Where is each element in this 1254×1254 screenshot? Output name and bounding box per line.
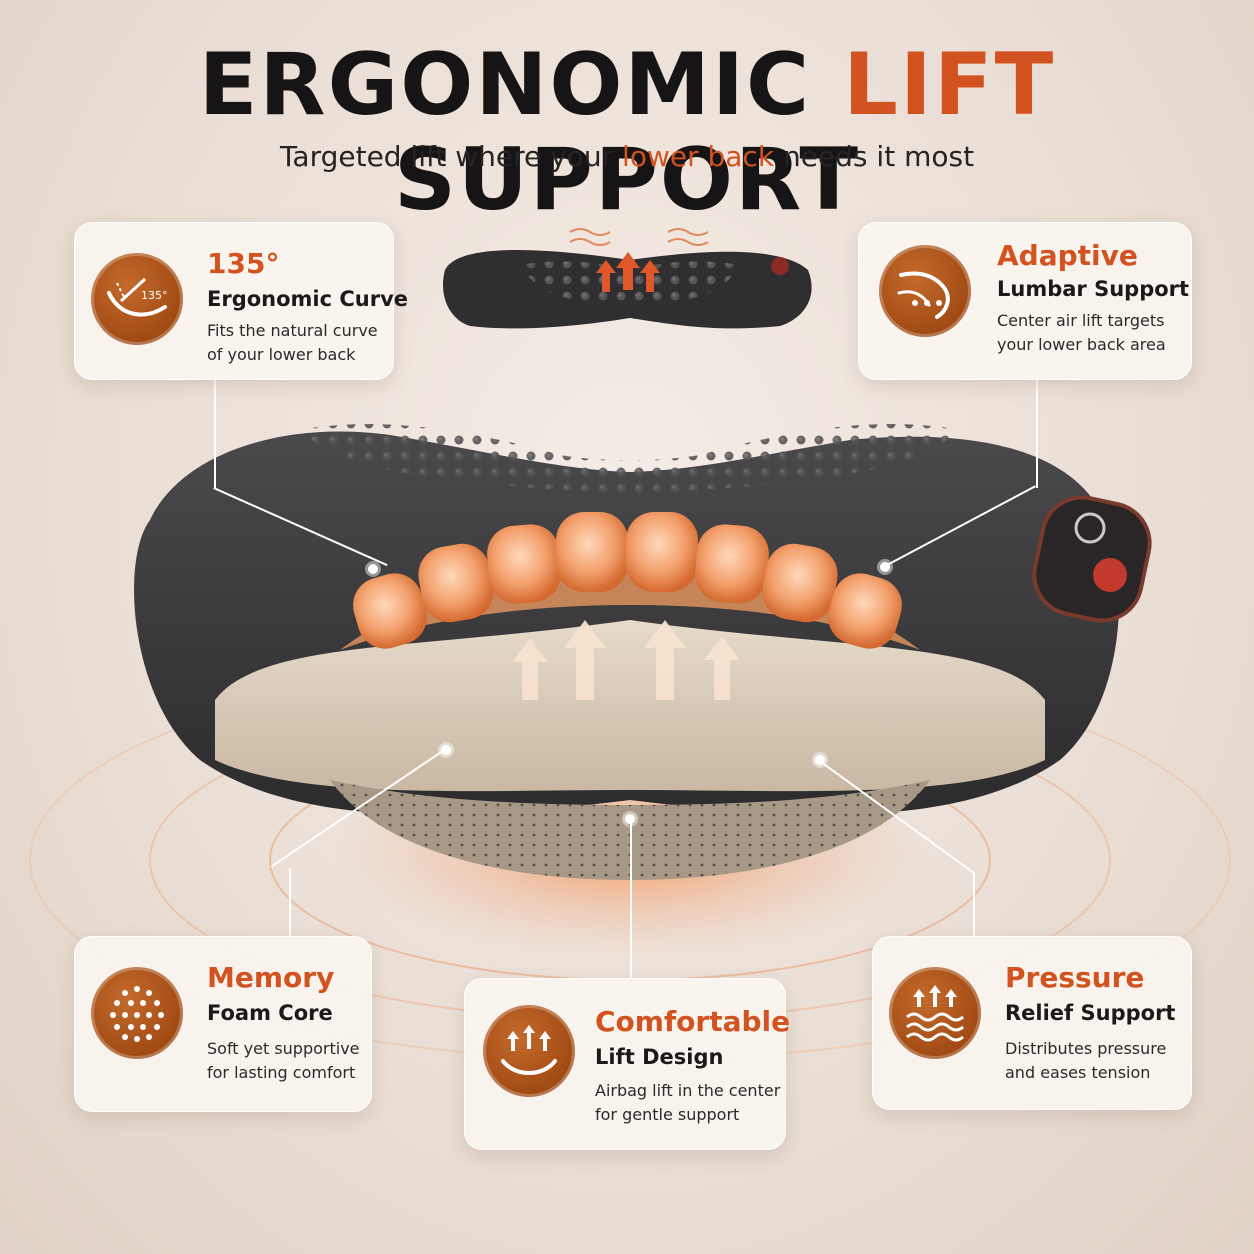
callout-dot-memory [441,745,451,755]
feature-desc-line2: and eases tension [1005,1063,1151,1082]
subhead-accent: lower back [622,140,775,173]
feature-card-memory-foam: Memory Foam Core Soft yet supportive for… [74,936,372,1112]
feature-subtitle: Ergonomic Curve [207,287,409,311]
feature-desc-line2: for lasting comfort [207,1063,356,1082]
feature-desc-line1: Airbag lift in the center [595,1081,781,1100]
subhead-part2: needs it most [782,140,975,173]
subhead-part1: Targeted lift where your [279,140,614,173]
feature-desc-line2: your lower back area [997,335,1166,354]
feature-desc-line2: for gentle support [595,1105,740,1124]
curve-angle-icon: 135° [91,253,183,345]
feature-title: Adaptive [997,239,1138,272]
foam-dots-icon [91,967,183,1059]
leader-line-pressure-v [973,872,975,936]
feature-card-pressure-relief: Pressure Relief Support Distributes pres… [872,936,1192,1110]
lift-arrows-icon [483,1005,575,1097]
feature-title: 135° [207,247,280,280]
feature-desc-line1: Center air lift targets [997,311,1165,330]
callout-dot-comfortable [625,814,635,824]
feature-desc-line1: Fits the natural curve [207,321,378,340]
subheadline: Targeted lift where your lower back need… [0,140,1254,173]
callout-dot-curve [368,564,378,574]
feature-subtitle: Relief Support [1005,1001,1176,1025]
lumbar-curve-icon [879,245,971,337]
leader-line-memory-v [289,868,291,936]
feature-title: Comfortable [595,1005,791,1038]
headline: ERGONOMIC LIFT SUPPORT [0,38,1254,227]
feature-subtitle: Foam Core [207,1001,333,1025]
callout-dot-adaptive [880,562,890,572]
svg-text:135°: 135° [141,289,168,302]
feature-subtitle: Lift Design [595,1045,724,1069]
leader-line-comfortable [630,820,632,978]
leader-line-curve [214,378,216,488]
headline-part2: SUPPORT [394,129,860,230]
feature-card-adaptive-lumbar: Adaptive Lumbar Support Center air lift … [858,222,1192,380]
pressure-waves-icon [889,967,981,1059]
feature-desc-line1: Soft yet supportive [207,1039,360,1058]
headline-accent: LIFT [843,35,1056,135]
feature-desc-line2: of your lower back [207,345,356,364]
feature-subtitle: Lumbar Support [997,277,1190,301]
headline-part1: ERGONOMIC [198,35,812,135]
feature-card-comfortable-lift: Comfortable Lift Design Airbag lift in t… [464,978,790,1150]
feature-title: Memory [207,961,335,994]
feature-card-ergonomic-curve: 135° 135° Ergonomic Curve Fits the natur… [74,222,408,380]
feature-title: Pressure [1005,961,1145,994]
feature-desc-line1: Distributes pressure [1005,1039,1167,1058]
leader-line-adaptive [1036,378,1038,488]
